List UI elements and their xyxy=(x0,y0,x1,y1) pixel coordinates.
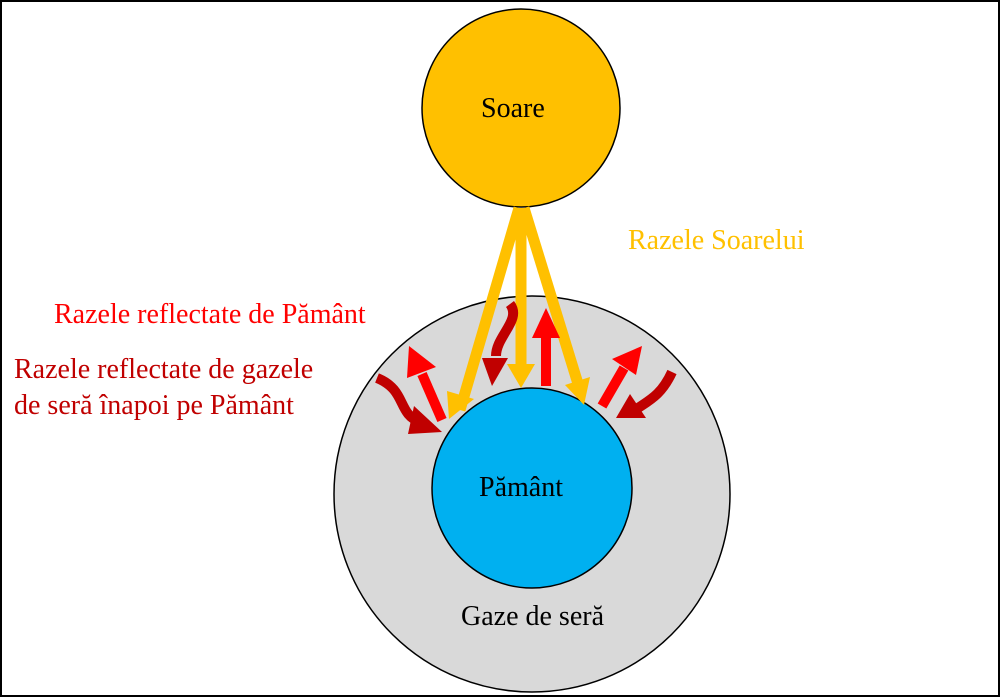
gas-reflected-label-line1: Razele reflectate de gazele xyxy=(14,354,314,385)
earth-ray-left xyxy=(417,372,447,422)
earth-ray-right-head xyxy=(612,346,642,375)
gas-ray-left-head xyxy=(408,406,442,434)
gas-ray-center-head xyxy=(482,358,508,386)
sun-ray-left-head xyxy=(447,391,474,419)
earth-circle xyxy=(431,387,633,589)
sun-label: Soare xyxy=(481,93,545,124)
sun-rays xyxy=(447,206,590,419)
sun-circle xyxy=(421,8,621,208)
gas-reflected-label: Razele reflectate de gazele de seră înap… xyxy=(14,352,313,424)
gas-reflected-label-line2: de seră înapoi pe Pământ xyxy=(14,390,294,421)
earth-ray-center-head xyxy=(532,308,560,338)
sun-ray-right-head xyxy=(565,377,590,405)
sun-ray-left xyxy=(454,206,525,412)
greenhouse-gas-label: Gaze de seră xyxy=(461,601,605,632)
gas-reflected-rays xyxy=(374,301,677,434)
sun-rays-label: Razele Soarelui xyxy=(628,225,805,256)
earth-label: Pământ xyxy=(479,472,563,503)
gas-ray-right-head xyxy=(616,394,646,418)
earth-reflected-rays xyxy=(407,308,642,422)
sun-ray-right xyxy=(518,206,585,389)
sun-ray-center-head xyxy=(507,364,535,388)
gas-ray-center xyxy=(491,301,519,357)
earth-reflected-label: Razele reflectate de Pământ xyxy=(54,299,366,330)
gas-ray-right xyxy=(635,369,677,413)
earth-ray-right xyxy=(597,365,629,409)
earth-ray-left-head xyxy=(407,346,436,378)
